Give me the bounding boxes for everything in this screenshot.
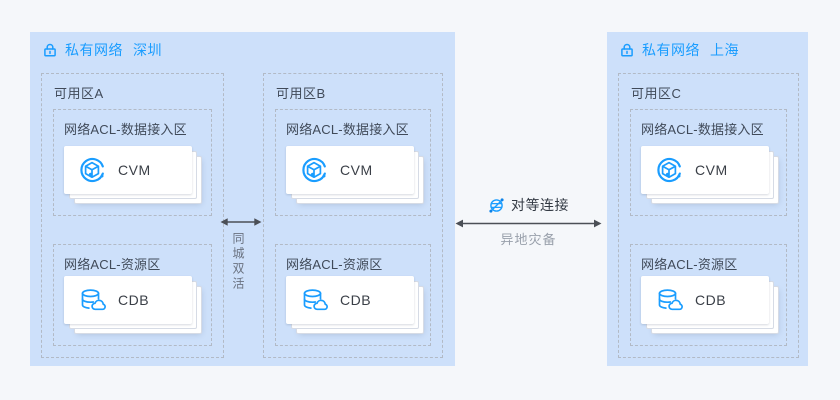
cvm-icon [300, 156, 328, 184]
zone-link-arrow-icon [220, 216, 262, 228]
zone-a: 可用区A 网络ACL-数据接入区 CVM 网络ACL-资源区 CDB [41, 73, 224, 358]
vpc-title: 私有网络 [65, 42, 123, 58]
cdb-icon [655, 286, 683, 314]
acl-resource-label: 网络ACL-资源区 [64, 257, 161, 272]
cvm-icon [78, 156, 106, 184]
service-name: CVM [340, 162, 373, 178]
acl-access-label: 网络ACL-数据接入区 [641, 122, 764, 137]
peering-sublabel: 异地灾备 [500, 232, 557, 247]
zone-link-label: 同城双活 [231, 232, 245, 292]
cdb-card: CDB [641, 276, 769, 324]
zone-a-label: 可用区A [54, 86, 104, 101]
service-name: CDB [118, 292, 150, 308]
zone-b-acl-access: 网络ACL-数据接入区 CVM [275, 109, 431, 216]
vpc-region: 深圳 [133, 42, 162, 58]
vpc-shenzhen: 私有网络 深圳 可用区A 网络ACL-数据接入区 CVM 网络ACL-资源区 C… [30, 32, 455, 366]
acl-resource-label: 网络ACL-资源区 [286, 257, 383, 272]
acl-access-label: 网络ACL-数据接入区 [64, 122, 187, 137]
service-name: CDB [695, 292, 727, 308]
zone-b: 可用区B 网络ACL-数据接入区 CVM 网络ACL-资源区 CDB [263, 73, 443, 358]
service-name: CVM [695, 162, 728, 178]
lock-icon [619, 42, 635, 58]
zone-c-label: 可用区C [631, 86, 682, 101]
zone-b-label: 可用区B [276, 86, 326, 101]
lock-icon [42, 42, 58, 58]
cdb-card: CDB [64, 276, 192, 324]
zone-a-acl-access: 网络ACL-数据接入区 CVM [53, 109, 212, 216]
zone-c-acl-access: 网络ACL-数据接入区 CVM [630, 109, 787, 216]
cvm-icon [655, 156, 683, 184]
service-name: CDB [340, 292, 372, 308]
peering-connection: 对等连接 [455, 195, 602, 215]
cvm-card: CVM [641, 146, 769, 194]
vpc-title: 私有网络 [642, 42, 700, 58]
vpc-shanghai: 私有网络 上海 可用区C 网络ACL-数据接入区 CVM 网络ACL-资源区 C… [607, 32, 808, 366]
vpc-region: 上海 [710, 42, 739, 58]
cvm-card: CVM [286, 146, 414, 194]
peering-icon [488, 197, 505, 214]
zone-b-acl-resource: 网络ACL-资源区 CDB [275, 244, 431, 346]
acl-access-label: 网络ACL-数据接入区 [286, 122, 409, 137]
vpc-shanghai-header: 私有网络 上海 [619, 39, 739, 61]
acl-resource-label: 网络ACL-资源区 [641, 257, 738, 272]
cvm-card: CVM [64, 146, 192, 194]
zone-c: 可用区C 网络ACL-数据接入区 CVM 网络ACL-资源区 CDB [618, 73, 799, 358]
service-name: CVM [118, 162, 151, 178]
cdb-icon [300, 286, 328, 314]
zone-a-acl-resource: 网络ACL-资源区 CDB [53, 244, 212, 346]
vpc-shenzhen-header: 私有网络 深圳 [42, 39, 162, 61]
cdb-card: CDB [286, 276, 414, 324]
zone-c-acl-resource: 网络ACL-资源区 CDB [630, 244, 787, 346]
cdb-icon [78, 286, 106, 314]
peering-label: 对等连接 [511, 197, 569, 213]
